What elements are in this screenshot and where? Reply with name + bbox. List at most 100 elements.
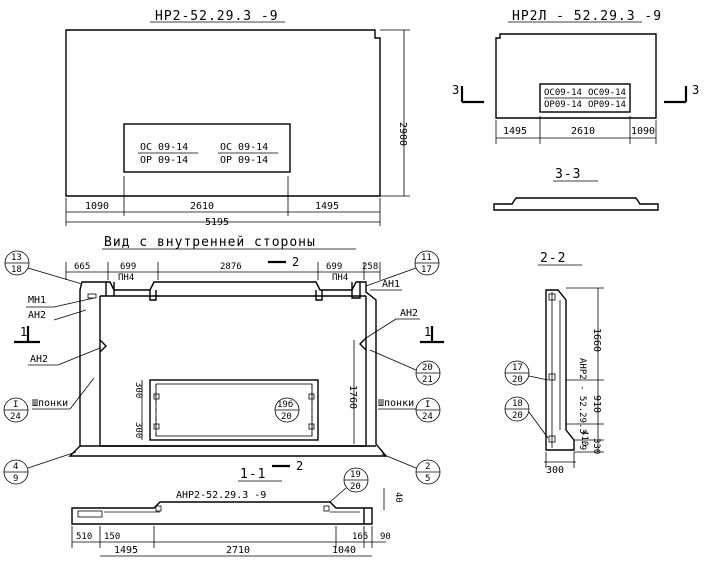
window-label-4: ОР 09-14 [220, 155, 268, 166]
window-label-r4: ОР09-14 [588, 100, 626, 110]
callout-19b-20: 19б 20 [274, 397, 300, 423]
cut-3-right: 3 [692, 83, 699, 97]
circle-18-top: 18 [512, 399, 523, 409]
dim-510: 510 [76, 532, 92, 542]
label-an2-right: АН2 [400, 308, 418, 319]
section-3-3-shape [493, 197, 659, 211]
callout-20-21: 20 21 [369, 349, 441, 386]
circle-20-window: 20 [281, 412, 292, 422]
dim-300-a: 300 [133, 382, 143, 398]
label-an1: АН1 [382, 279, 400, 290]
dim-5195: 5195 [205, 217, 229, 228]
dim-2876: 2876 [220, 262, 242, 272]
callout-i-24-left: I 24 [3, 397, 29, 423]
window-opening-mirror [539, 83, 631, 113]
label-shponki-right: Шпонки [378, 398, 414, 409]
cut-2-top: 2 [292, 255, 299, 269]
circle-i-left: I [13, 400, 18, 410]
circle-18-bottom: 20 [512, 411, 523, 421]
circle-21: 21 [422, 375, 433, 385]
dim-699-right: 699 [326, 262, 342, 272]
inner-window [149, 379, 319, 441]
dim-330: 330 [591, 438, 601, 454]
dim-r-1495: 1495 [503, 126, 527, 137]
circle-19: 19 [350, 470, 361, 480]
dim-165: 165 [352, 532, 368, 542]
pn4-right: ПН4 [332, 273, 348, 283]
window-label-3: ОС 09-14 [220, 142, 268, 153]
dim-2900: 2900 [397, 122, 408, 146]
window-label-r1: ОС09-14 [544, 88, 582, 98]
dim-910: 910 [591, 395, 602, 413]
panel-top-left-title: НР2-52.29.3 -9 [155, 9, 279, 24]
section-1-1-shape [71, 501, 373, 525]
circle-i-right: I [425, 400, 430, 410]
label-mn1: МН1 [28, 295, 46, 306]
panel-top-right-title: НР2Л - 52.29.3 -9 [512, 9, 662, 24]
section-3-3-title: 3-3 [555, 167, 581, 182]
section-2-2-mark: АНР2 - 52.29.3 -9 [577, 358, 587, 450]
dim-699-left: 699 [120, 262, 136, 272]
dim-90: 90 [380, 532, 391, 542]
panel-top-right: НР2Л - 52.29.3 -9 ОС09-14 ОС09-14 ОР09-1… [452, 9, 699, 144]
dim-1040: 1040 [332, 545, 356, 556]
section-2-2: 2-2 АНР2 - 52.29.3 -9 1660 910 410 330 3… [504, 251, 604, 476]
panel-outline [65, 29, 381, 197]
circle-2: 2 [425, 462, 430, 472]
dim-r-2610: 2610 [571, 126, 595, 137]
label-shponki-left: Шпонки [32, 398, 68, 409]
cut-2-bottom: 2 [296, 459, 303, 473]
circle-20-s11: 20 [350, 482, 361, 492]
circle-17-top: 17 [512, 363, 523, 373]
dim-410: 410 [579, 430, 589, 446]
circle-4: 4 [13, 462, 18, 472]
cut-1-right: 1 [424, 325, 431, 339]
dim-150: 150 [104, 532, 120, 542]
dim-665: 665 [74, 262, 90, 272]
dim-2710: 2710 [226, 545, 250, 556]
callout-4-9: 4 9 [3, 451, 77, 485]
circle-11: 11 [421, 253, 432, 263]
section-1-1-title: 1-1 [240, 467, 266, 482]
panel-outline-mirror [495, 33, 657, 119]
callout-2-5: 2 5 [381, 453, 441, 485]
dim-258: 258 [362, 262, 378, 272]
callout-11-17: 11 17 [365, 250, 440, 287]
dim-2610: 2610 [190, 201, 214, 212]
label-an2-left: АН2 [30, 354, 48, 365]
circle-24-right: 24 [422, 412, 433, 422]
section-1-1-mark: АНР2-52.29.3 -9 [176, 490, 266, 501]
circle-19b: 19б [277, 399, 293, 410]
section-2-2-title: 2-2 [540, 251, 566, 266]
view-inner-title: Вид с внутренней стороны [104, 235, 316, 250]
dim-1495-s11: 1495 [114, 545, 138, 556]
dim-40: 40 [393, 492, 403, 503]
window-label-r2: ОС09-14 [588, 88, 626, 98]
dim-r-1090: 1090 [631, 126, 655, 137]
circle-17: 17 [421, 265, 432, 275]
pn4-left: ПН4 [118, 273, 134, 283]
window-label-1: ОС 09-14 [140, 142, 188, 153]
dim-300: 300 [546, 465, 564, 476]
section-3-3: 3-3 [493, 167, 659, 211]
circle-13: 13 [11, 253, 22, 263]
circle-9: 9 [13, 474, 18, 484]
circle-24-left: 24 [10, 412, 21, 422]
circle-18: 18 [11, 265, 22, 275]
circle-20: 20 [422, 363, 433, 373]
dim-1760: 1760 [347, 385, 358, 409]
section-2-2-shape [545, 289, 575, 451]
dim-300-b: 300 [133, 422, 143, 438]
dim-1090: 1090 [85, 201, 109, 212]
dim-1660: 1660 [591, 328, 602, 352]
dim-1495: 1495 [315, 201, 339, 212]
panel-top-left: НР2-52.29.3 -9 ОС 09-14 ОР 09-14 ОС 09-1… [65, 9, 410, 228]
cut-3-left: 3 [452, 83, 459, 97]
window-label-2: ОР 09-14 [140, 155, 188, 166]
view-inner: Вид с внутренней стороны 665 699 2876 69… [3, 235, 444, 485]
callout-13-18: 13 18 [4, 250, 83, 285]
cut-1-left: 1 [20, 325, 27, 339]
label-an2-top: АН2 [28, 310, 46, 321]
window-opening [123, 123, 291, 173]
